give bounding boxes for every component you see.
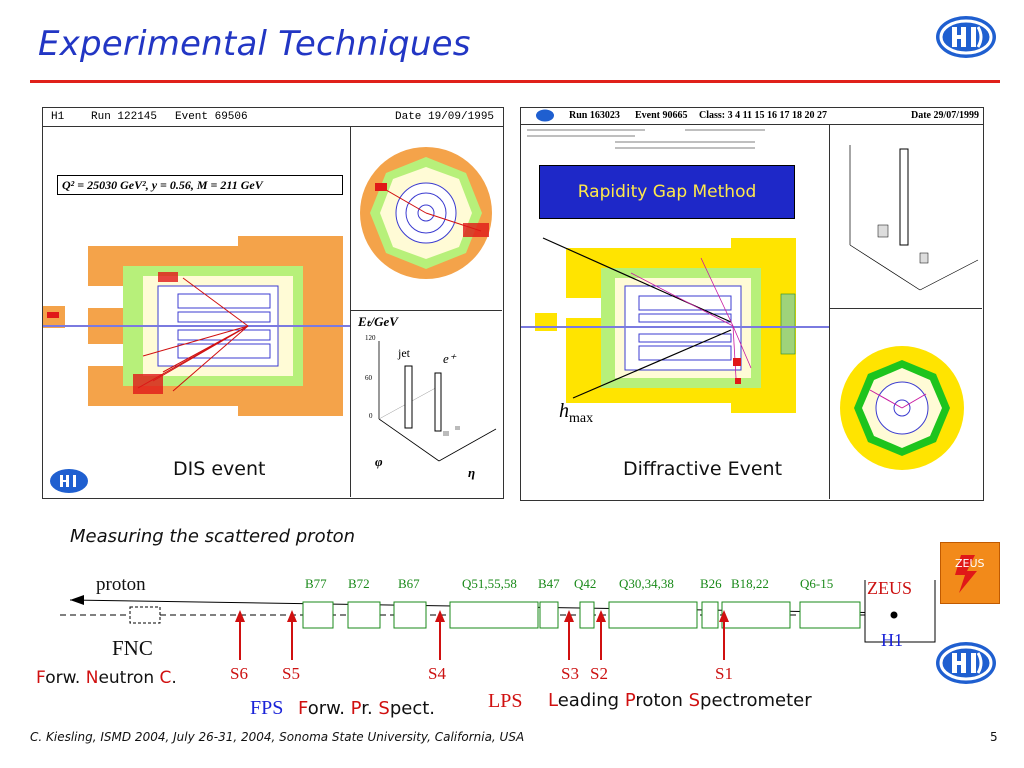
dis-header: H1 Run 122145 Event 69506 Date 19/09/199… xyxy=(43,108,503,127)
beam-element-6: Q30,34,38 xyxy=(619,576,674,591)
slide-title: Experimental Techniques xyxy=(38,24,471,64)
dis-lego-lepton-label: e⁺ xyxy=(443,351,456,366)
fnc-exp-t2: eutron xyxy=(98,668,160,688)
diff-split-v xyxy=(829,124,830,499)
fps-exp-p1: F xyxy=(298,698,308,719)
station-s4: S4 xyxy=(428,664,446,683)
footer-credit: C. Kiesling, ISMD 2004, July 26-31, 2004… xyxy=(30,730,525,744)
h1-logo-icon-bottom xyxy=(934,640,998,686)
title-divider xyxy=(30,80,1000,83)
fps-expansion: Forw. Pr. Spect. xyxy=(298,698,435,719)
rapidity-gap-box: Rapidity Gap Method xyxy=(539,165,795,219)
h1-label: H1 xyxy=(881,630,903,650)
zeus-logo-icon: ZEUS xyxy=(940,542,1000,604)
dis-split-v xyxy=(350,126,351,497)
diff-header-logo-icon xyxy=(535,109,555,125)
diff-info-lines xyxy=(527,129,765,149)
dis-side-view xyxy=(43,236,350,416)
proton-label: proton xyxy=(96,574,146,595)
lps-exp-t1: eading xyxy=(557,690,625,711)
diff-header-run: Run 163023 xyxy=(569,110,620,121)
eta-max-label: hmax xyxy=(559,400,593,427)
beam-element-8: B18,22 xyxy=(731,576,769,591)
fps-exp-t1: orw. xyxy=(307,698,351,719)
lps-label: LPS xyxy=(488,690,523,712)
eta-max-sub: max xyxy=(569,411,594,426)
diff-header-date: Date 29/07/1999 xyxy=(911,110,980,121)
lps-exp-p1: L xyxy=(548,690,558,711)
diff-header-class: Class: 3 4 11 15 16 17 18 20 27 xyxy=(699,110,828,121)
dis-header-event: Event 69506 xyxy=(175,111,248,123)
lps-exp-p2: P xyxy=(624,690,636,711)
rapidity-gap-label: Rapidity Gap Method xyxy=(577,182,757,202)
dis-header-experiment: H1 xyxy=(51,111,65,123)
diffractive-event-panel: Run 163023 Event 90665 Class: 3 4 11 15 … xyxy=(520,107,984,501)
h1-logo-icon xyxy=(934,14,998,60)
fps-exp-t2: r. xyxy=(361,698,379,719)
eta-max-symbol: h xyxy=(559,400,569,422)
station-s5: S5 xyxy=(282,664,300,683)
fnc-expansion: Forw. Neutron C. xyxy=(36,668,177,688)
fps-exp-p3: S xyxy=(378,698,390,719)
dis-kinematics: Q² = 25030 GeV², y = 0.56, M = 211 GeV xyxy=(57,175,343,195)
beamline-diagram xyxy=(60,580,936,660)
lps-exp-t2: roton xyxy=(635,690,689,711)
diff-split-h xyxy=(829,308,982,309)
dis-lego-phi: φ xyxy=(375,454,383,469)
station-s1: S1 xyxy=(715,664,733,683)
dis-caption: DIS event xyxy=(173,458,266,480)
dis-split-h xyxy=(350,310,502,311)
zeus-icon-text: ZEUS xyxy=(955,557,985,570)
diff-end-view xyxy=(840,346,964,470)
fnc-exp-t3: . xyxy=(171,668,177,688)
station-s6: S6 xyxy=(230,664,248,683)
beam-element-5: Q42 xyxy=(574,576,597,591)
beamline-heading: Measuring the scattered proton xyxy=(70,526,356,547)
dis-event-panel: H1 Run 122145 Event 69506 Date 19/09/199… xyxy=(42,107,504,499)
fnc-label: FNC xyxy=(112,636,153,660)
dis-lego-eta: η xyxy=(468,465,476,480)
dis-lego-ytick-0: 120 xyxy=(365,334,376,342)
diff-header-event: Event 90665 xyxy=(635,110,688,121)
diff-header: Run 163023 Event 90665 Class: 3 4 11 15 … xyxy=(521,108,983,125)
station-s2: S2 xyxy=(590,664,608,683)
dis-lego-axis-label: Eₜ/GeV xyxy=(358,314,398,329)
dis-end-view xyxy=(360,147,492,279)
beam-element-3: Q51,55,58 xyxy=(462,576,517,591)
zeus-label: ZEUS xyxy=(867,578,912,598)
fnc-exp-p3: C xyxy=(159,668,172,688)
page-number: 5 xyxy=(990,730,998,744)
diff-lego-plot xyxy=(849,145,979,291)
fnc-exp-t1: orw. xyxy=(45,668,86,688)
beam-element-7: B26 xyxy=(700,576,722,591)
diff-side-view xyxy=(521,237,829,413)
fps-exp-t3: pect. xyxy=(389,698,436,719)
dis-lego-plot xyxy=(378,341,497,462)
beam-element-4: B47 xyxy=(538,576,560,591)
dis-header-date: Date 19/09/1995 xyxy=(395,111,495,123)
fnc-exp-p1: F xyxy=(36,668,46,688)
dis-header-run: Run 122145 xyxy=(91,111,158,123)
dis-lego-jet-label: jet xyxy=(398,346,410,360)
lps-exp-p3: S xyxy=(688,690,701,711)
diff-caption: Diffractive Event xyxy=(623,458,783,480)
lps-exp-t3: pectrometer xyxy=(700,690,812,711)
beam-element-1: B72 xyxy=(348,576,370,591)
dis-lego-ytick-2: 0 xyxy=(369,412,373,420)
beam-element-2: B67 xyxy=(398,576,420,591)
dis-h1-logo-icon xyxy=(49,468,89,498)
fps-label: FPS xyxy=(250,697,284,719)
dis-lego-ytick-1: 60 xyxy=(365,374,372,382)
fps-exp-p2: P xyxy=(350,698,362,719)
beam-element-9: Q6-15 xyxy=(800,576,834,591)
station-s3: S3 xyxy=(561,664,579,683)
lps-expansion: Leading Proton Spectrometer xyxy=(548,690,812,711)
fnc-exp-p2: N xyxy=(85,668,99,688)
beam-element-0: B77 xyxy=(305,576,327,591)
